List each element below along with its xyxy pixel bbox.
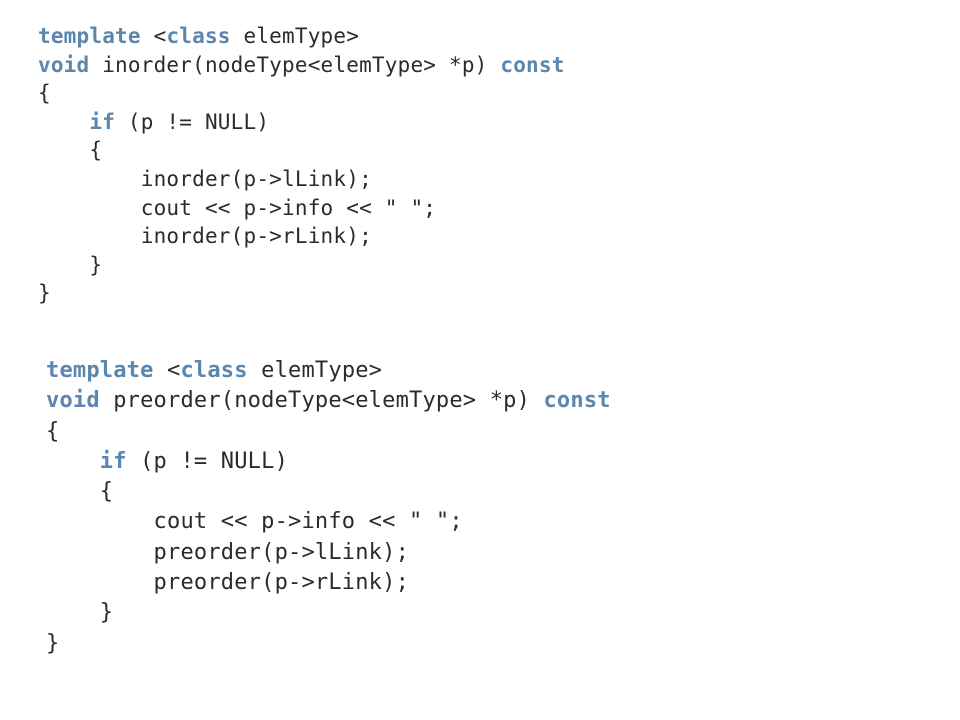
- code-keyword: if: [99, 448, 127, 474]
- code-token: preorder(p->rLink);: [46, 570, 410, 596]
- code-line: inorder(p->lLink);: [38, 165, 565, 194]
- code-line: void inorder(nodeType<elemType> *p) cons…: [38, 51, 565, 80]
- code-token: cout << p->info << " ";: [38, 195, 437, 220]
- code-line: void preorder(nodeType<elemType> *p) con…: [46, 386, 611, 416]
- preorder-code-block: template <class elemType>void preorder(n…: [46, 356, 611, 659]
- code-token: {: [38, 138, 103, 163]
- code-line: if (p != NULL): [46, 447, 611, 477]
- code-keyword: void: [46, 388, 100, 414]
- code-token: preorder(p->lLink);: [46, 539, 410, 565]
- code-line: {: [46, 477, 611, 507]
- code-line: }: [38, 279, 565, 308]
- code-token: <: [153, 24, 167, 48]
- code-line: }: [46, 629, 611, 659]
- code-token: }: [38, 252, 103, 277]
- code-keyword: void: [38, 52, 90, 77]
- code-line: preorder(p->rLink);: [46, 568, 611, 598]
- code-keyword: class: [180, 358, 248, 383]
- code-token: {: [38, 81, 51, 106]
- code-token: inorder(nodeType<elemType> *p): [89, 52, 501, 77]
- code-token: elemType>: [247, 358, 383, 383]
- code-keyword: class: [166, 24, 231, 48]
- code-line: {: [38, 79, 565, 108]
- code-line: {: [38, 136, 565, 165]
- code-line: {: [46, 417, 611, 447]
- code-line: preorder(p->lLink);: [46, 538, 611, 568]
- code-keyword: const: [500, 52, 565, 77]
- code-token: (p != NULL): [115, 109, 270, 134]
- code-token: {: [46, 418, 60, 444]
- code-line: inorder(p->rLink);: [38, 222, 565, 251]
- code-line: }: [38, 251, 565, 280]
- code-token: }: [46, 630, 60, 656]
- code-line: if (p != NULL): [38, 108, 565, 137]
- code-token: inorder(p->rLink);: [38, 224, 372, 249]
- code-keyword: if: [89, 109, 116, 134]
- inorder-code-block: template <class elemType>void inorder(no…: [38, 22, 565, 308]
- code-token: inorder(p->lLink);: [38, 166, 372, 191]
- code-keyword: template: [46, 358, 154, 383]
- code-token: }: [38, 281, 51, 306]
- code-token: elemType>: [230, 24, 360, 48]
- code-token: [46, 449, 100, 474]
- code-token: preorder(nodeType<elemType> *p): [99, 388, 544, 414]
- code-keyword: const: [543, 388, 611, 414]
- code-line: template <class elemType>: [46, 356, 611, 386]
- code-line: template <class elemType>: [38, 22, 565, 51]
- code-line: }: [46, 598, 611, 628]
- code-token: {: [46, 479, 114, 505]
- code-token: [38, 110, 89, 134]
- code-token: [141, 24, 154, 48]
- code-token: [154, 358, 167, 383]
- code-line: cout << p->info << " ";: [38, 194, 565, 223]
- code-line: cout << p->info << " ";: [46, 507, 611, 537]
- code-token: }: [46, 600, 114, 626]
- code-token: <: [167, 358, 181, 383]
- code-keyword: template: [38, 24, 141, 48]
- code-token: (p != NULL): [126, 448, 289, 474]
- code-token: cout << p->info << " ";: [46, 509, 463, 535]
